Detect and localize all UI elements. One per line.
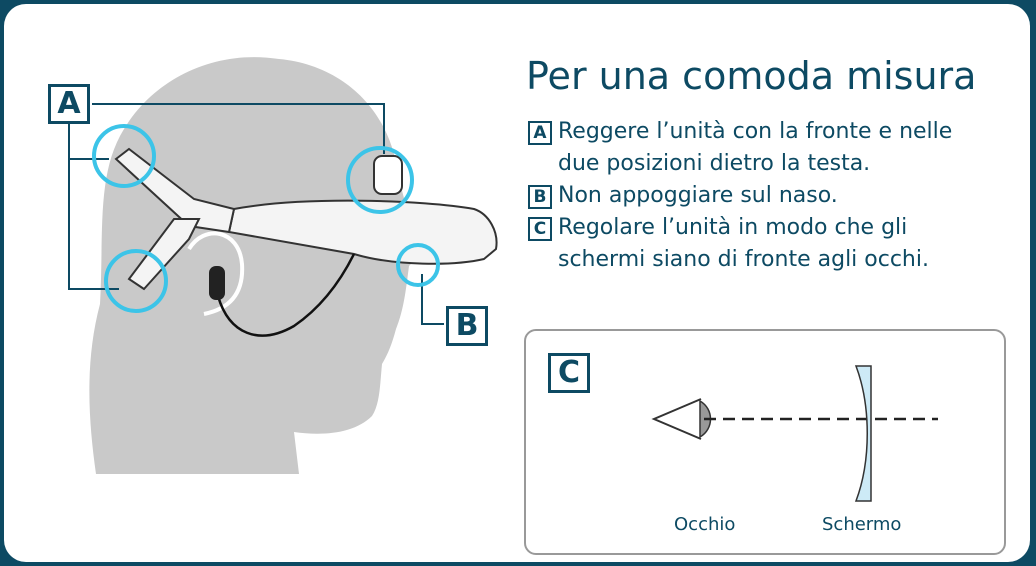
callout-b-label: B xyxy=(446,306,488,346)
instruction-a: A Reggere l’unità con la fronte e nelle … xyxy=(528,116,1028,180)
page-title: Per una comoda misura xyxy=(526,54,977,98)
highlight-circle-forehead xyxy=(346,146,414,214)
diagram-frame: A B Per una comoda misura A Reggere l’un… xyxy=(4,4,1030,562)
rear-arm-lower xyxy=(127,218,201,291)
eye-icon xyxy=(651,398,702,440)
callout-a-label: A xyxy=(48,84,90,124)
callout-a-line-side xyxy=(68,124,119,290)
badge-c: C xyxy=(528,217,552,241)
earphone xyxy=(209,266,225,300)
instruction-a-line-1: Reggere l’unità con la fronte e nelle xyxy=(558,119,953,144)
instruction-c-line-2: schermi siano di fronte agli occhi. xyxy=(558,247,929,272)
eye-caption: Occhio xyxy=(674,514,736,535)
badge-a: A xyxy=(528,121,552,145)
ear-outline xyxy=(187,231,245,316)
instruction-c-line-1: Regolare l’unità in modo che gli xyxy=(558,215,908,240)
callout-a-line-top xyxy=(92,103,385,154)
badge-b: B xyxy=(528,185,552,209)
screen-caption: Schermo xyxy=(822,514,902,535)
instruction-list: A Reggere l’unità con la fronte e nelle … xyxy=(528,116,1028,276)
instruction-c: C Regolare l’unità in modo che gli scher… xyxy=(528,212,1028,276)
callout-b-line xyxy=(421,274,444,325)
instruction-b: B Non appoggiare sul naso. xyxy=(528,180,1028,212)
alignment-panel: C Occhio Schermo xyxy=(524,329,1006,555)
eye-screen-diagram xyxy=(651,365,938,502)
highlight-circle-rear-upper xyxy=(92,124,156,188)
highlight-circle-rear-lower xyxy=(104,249,168,313)
instruction-b-line-1: Non appoggiare sul naso. xyxy=(558,183,838,208)
earphone-cable xyxy=(216,253,356,337)
forehead-pad xyxy=(373,155,403,195)
head-illustration xyxy=(68,57,498,474)
screen-lens xyxy=(854,365,872,502)
highlight-circle-nose xyxy=(396,243,440,287)
head-silhouette xyxy=(89,57,421,474)
callout-c-label: C xyxy=(548,353,590,393)
instruction-a-line-2: due posizioni dietro la testa. xyxy=(558,151,871,176)
